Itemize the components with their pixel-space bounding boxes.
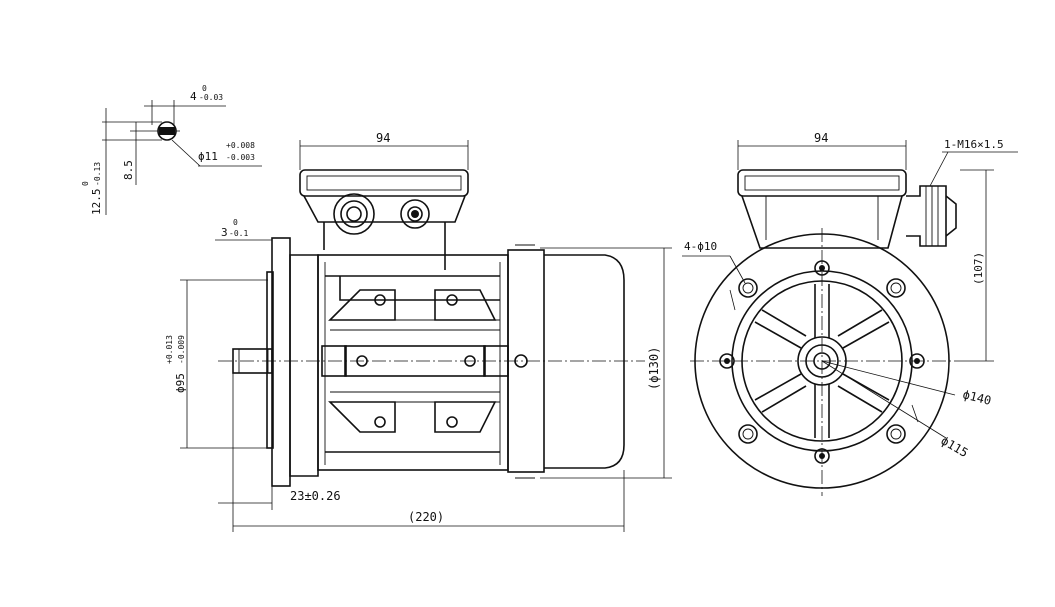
key-width-tol-lower: -0.03 (199, 93, 223, 102)
hole-pcd-dimension: ϕ115 (939, 433, 971, 460)
flange-thickness-dimension: 3 (221, 226, 228, 239)
key-height-tol-lower: -0.13 (93, 162, 102, 186)
shaft-diameter-dimension: ϕ11 (198, 150, 218, 163)
terminal-box-side (299, 169, 469, 270)
overall-length-dimension: (220) (408, 510, 444, 524)
shaft-length-dimension: 23±0.26 (290, 489, 341, 503)
flange-thickness-tol-upper: 0 (233, 218, 238, 227)
end-view-dimensions: 94 1-M16×1.5 4-ϕ10 (107) ϕ140 ϕ115 (682, 131, 1018, 460)
terminal-box-end (737, 169, 957, 249)
key-width-dimension: 4 (190, 90, 197, 103)
flange-side (266, 237, 319, 487)
spigot-diameter-tol-upper: +0.013 (165, 335, 174, 364)
motor-side-view: 94 3 0 -0.1 ϕ95 +0.013 -0.009 (ϕ130) 23±… (165, 131, 672, 532)
housing-diameter-dimension: (ϕ130) (647, 347, 661, 390)
flange-thickness-tol-lower: -0.1 (229, 229, 248, 238)
height-to-box-dimension: (107) (972, 252, 985, 285)
shaft-diameter-tol-lower: -0.003 (226, 153, 255, 162)
fan-cover-side (507, 244, 625, 479)
flange-pcd-dimension: ϕ140 (961, 387, 992, 408)
mounting-holes-dimension: 4-ϕ10 (684, 240, 717, 253)
spigot-diameter-tol-lower: -0.009 (177, 335, 186, 364)
cable-gland-dimension: 1-M16×1.5 (944, 138, 1004, 151)
side-view-dimensions: 94 3 0 -0.1 ϕ95 +0.013 -0.009 (ϕ130) 23±… (165, 131, 672, 532)
spigot-diameter-dimension: ϕ95 (174, 373, 187, 393)
shaft-diameter-tol-upper: +0.008 (226, 141, 255, 150)
key-width-tol-upper: 0 (202, 84, 207, 93)
key-height-tol-upper: 0 (81, 181, 90, 186)
terminal-box-width-side: 94 (376, 131, 390, 145)
shaft-section-detail: 4 0 -0.03 ϕ11 +0.008 -0.003 12.5 0 -0.13… (81, 84, 262, 215)
frame-body-side (317, 254, 509, 471)
key-depth-dimension: 8.5 (122, 160, 135, 180)
motor-end-view: 94 1-M16×1.5 4-ϕ10 (107) ϕ140 ϕ115 (682, 131, 1018, 496)
terminal-box-width-end: 94 (814, 131, 828, 145)
key-height-dimension: 12.5 (90, 189, 103, 216)
